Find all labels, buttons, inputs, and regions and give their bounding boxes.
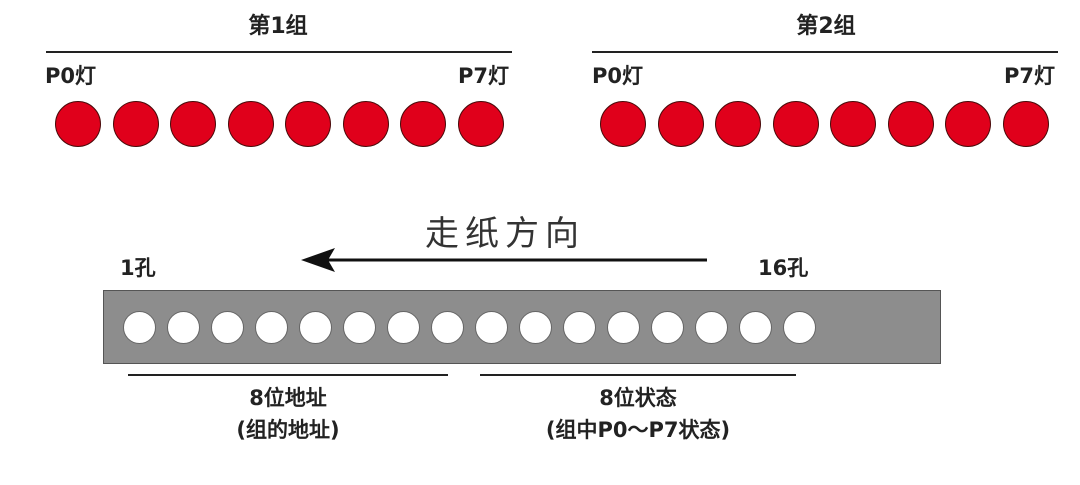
lamp-p5 [887,101,934,147]
group-2-title: 第2组 [796,14,856,39]
lamp-p1 [657,101,704,147]
status-bits-note: (组中P0～P7状态) [545,418,731,442]
tape-hole-16 [783,311,816,344]
lamp-p4 [830,101,876,147]
tape-hole-1 [123,311,156,344]
group-1-lamps [55,101,504,147]
group-2-p7-label: P7灯 [1004,64,1056,88]
group-1: 第1组 P0灯 P7灯 [0,0,540,170]
lamp-p3 [772,101,819,147]
group-2-lamps [600,101,1049,147]
group-1-p7-label: P7灯 [458,64,510,88]
tape-hole-6 [343,311,376,344]
tape-hole-5 [299,311,332,344]
lamp-p2 [170,101,216,147]
address-bits-note: (组的地址) [236,418,340,442]
group-2-underline [592,51,1058,53]
address-bits-label: 8位地址 [249,386,327,410]
tape-hole-4 [255,311,288,344]
group-1-p0-label: P0灯 [45,64,97,88]
lamp-p5 [342,101,389,147]
status-bits-label: 8位状态 [599,386,677,410]
tape-hole-14 [695,311,728,344]
tape-hole-2 [167,311,200,344]
lamp-p4 [285,101,331,147]
tape-hole-7 [387,311,420,344]
lamp-p6 [945,101,991,147]
lamp-p0 [600,101,646,147]
lamp-p0 [55,101,101,147]
status-bracket-line [480,374,796,376]
tape-hole-12 [607,311,640,344]
hole-16-label: 16孔 [758,256,809,280]
group-2-p0-label: P0灯 [592,64,644,88]
group-1-underline [46,51,512,53]
lamp-p2 [715,101,761,147]
tape-hole-8 [431,311,464,344]
tape-hole-11 [563,311,596,344]
paper-feed-direction-label: 走纸方向 [425,214,585,254]
tape-hole-13 [651,311,684,344]
tape-hole-9 [475,311,508,344]
lamp-p1 [112,101,159,147]
tape-hole-15 [739,311,772,344]
lamp-p6 [400,101,446,147]
address-bracket-line [128,374,448,376]
tape-hole-3 [211,311,244,344]
group-2: 第2组 P0灯 P7灯 [0,0,1080,170]
left-arrow-icon [301,248,707,272]
tape-holes [123,311,816,344]
hole-1-label: 1孔 [120,256,156,280]
tape-hole-10 [519,311,552,344]
lamp-p7 [1002,101,1049,147]
paper-tape [103,290,941,364]
lamp-p3 [227,101,274,147]
group-1-title: 第1组 [248,14,308,39]
lamp-p7 [457,101,504,147]
